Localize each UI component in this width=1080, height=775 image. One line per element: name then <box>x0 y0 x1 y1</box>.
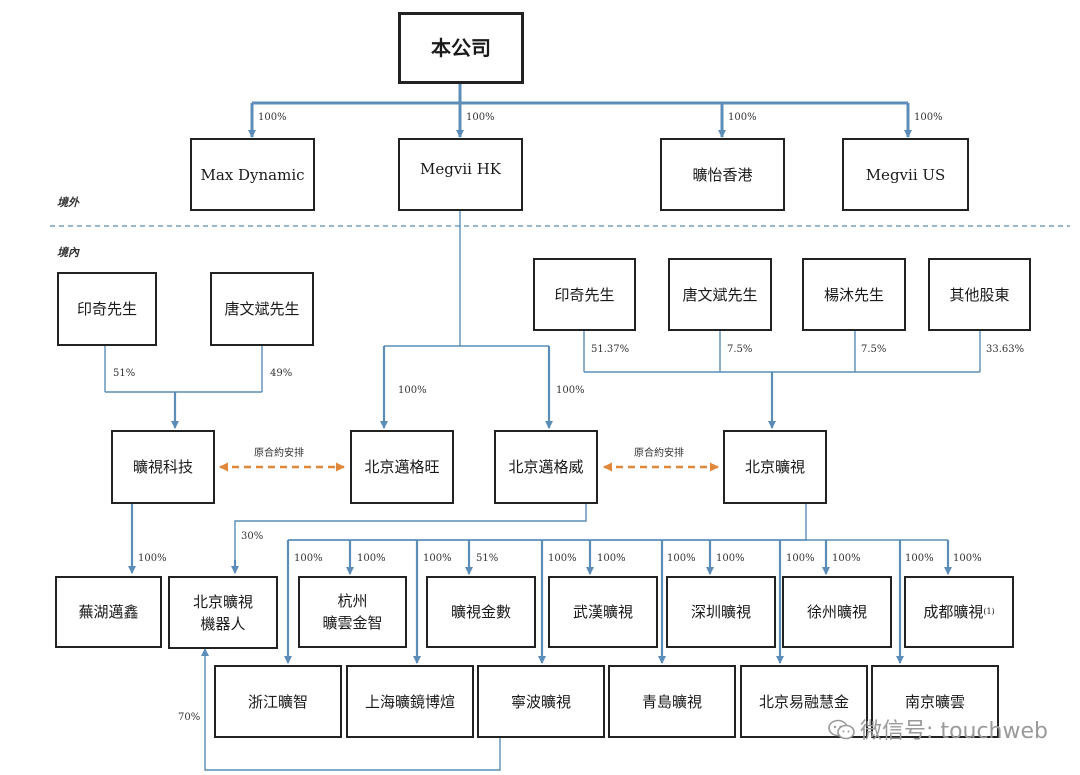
max-dynamic-box: Max Dynamic <box>190 138 315 211</box>
pct-top-us: 100% <box>914 112 943 123</box>
offshore-label: 境外 <box>57 196 79 209</box>
robot-line-2: 機器人 <box>200 614 246 633</box>
pct-nanjing: 100% <box>905 553 934 564</box>
kuangshi-keji-box: 曠視科技 <box>111 430 215 504</box>
pct-yang: 7.5% <box>861 344 887 355</box>
pct-xuzhou: 100% <box>832 553 861 564</box>
pct-hangzhou: 100% <box>357 553 386 564</box>
pct-tang-right: 7.5% <box>727 344 753 355</box>
ningbo-box: 寧波曠視 <box>477 665 605 738</box>
shenzhen-box: 深圳曠視 <box>666 576 776 648</box>
qingdao-box: 青島曠視 <box>608 665 736 738</box>
chengdu-footnote: (1) <box>983 607 995 616</box>
megvii-us-box: Megvii US <box>842 138 969 211</box>
chengdu-box: 成都曠視(1) <box>904 576 1014 648</box>
pct-ningbo: 100% <box>548 553 577 564</box>
pct-hk-wang: 100% <box>398 385 427 396</box>
hangzhou-box: 杭州 曠雲金智 <box>298 576 407 648</box>
pct-shanghai: 100% <box>423 553 452 564</box>
pct-other: 33.63% <box>986 344 1025 355</box>
beijing-kuangshi-box: 北京曠視 <box>723 430 827 504</box>
jinshu-box: 曠視金數 <box>426 576 536 648</box>
watermark-text: 微信号: touchweb <box>860 719 1048 744</box>
wuhan-box: 武漢曠視 <box>548 576 658 648</box>
onshore-label: 境內 <box>57 246 79 259</box>
pct-yin-right: 51.37% <box>591 344 630 355</box>
wechat-watermark: 微信号: touchweb <box>828 713 1048 745</box>
company-box: 本公司 <box>398 12 524 84</box>
beijing-megvii-wang-box: 北京邁格旺 <box>350 430 454 504</box>
yin-qi-left-box: 印奇先生 <box>57 272 157 346</box>
tang-wenbin-right-box: 唐文斌先生 <box>668 258 772 331</box>
pct-ningbo-robot: 70% <box>178 712 201 723</box>
pct-zhejiang: 100% <box>294 553 323 564</box>
contractual-label-right: 原合約安排 <box>634 448 684 459</box>
pct-top-hk: 100% <box>466 112 495 123</box>
pct-jinshu: 51% <box>476 553 499 564</box>
pct-chengdu: 100% <box>953 553 982 564</box>
xuzhou-box: 徐州曠視 <box>782 576 892 648</box>
wuhu-box: 蕪湖邁鑫 <box>55 576 162 648</box>
wechat-icon <box>828 719 855 740</box>
beijing-megvii-wei-box: 北京邁格威 <box>494 430 598 504</box>
pct-wuhan: 100% <box>597 553 626 564</box>
robot-line-1: 北京曠視 <box>192 592 253 611</box>
pct-tang-left: 49% <box>270 368 293 379</box>
shanghai-box: 上海曠鏡博煊 <box>346 665 474 738</box>
pct-top-max: 100% <box>258 112 287 123</box>
other-shareholders-box: 其他股東 <box>928 258 1031 331</box>
pct-wei-robot: 30% <box>241 531 264 542</box>
pct-yin-left: 51% <box>113 368 136 379</box>
megvii-hk-box: Megvii HK <box>398 138 523 211</box>
contractual-label-left: 原合約安排 <box>254 448 304 459</box>
zhejiang-box: 浙江曠智 <box>214 665 342 738</box>
yin-qi-right-box: 印奇先生 <box>533 258 636 331</box>
kuangyi-hk-box: 曠怡香港 <box>660 138 785 211</box>
pct-shenzhen: 100% <box>716 553 745 564</box>
hangzhou-line-1: 杭州 <box>337 592 368 610</box>
beijing-robot-box: 北京曠視 機器人 <box>168 576 278 649</box>
chengdu-label: 成都曠視 <box>923 603 984 621</box>
nanjing-box: 南京曠雲 <box>871 665 999 738</box>
hangzhou-line-2: 曠雲金智 <box>322 614 383 632</box>
pct-hk-wei: 100% <box>556 385 585 396</box>
yang-mu-box: 楊沐先生 <box>802 258 906 331</box>
pct-qingdao: 100% <box>667 553 696 564</box>
pct-keji-wuhu: 100% <box>138 553 167 564</box>
pct-top-kyhk: 100% <box>728 112 757 123</box>
tang-wenbin-left-box: 唐文斌先生 <box>210 272 314 346</box>
pct-yirong: 100% <box>786 553 815 564</box>
